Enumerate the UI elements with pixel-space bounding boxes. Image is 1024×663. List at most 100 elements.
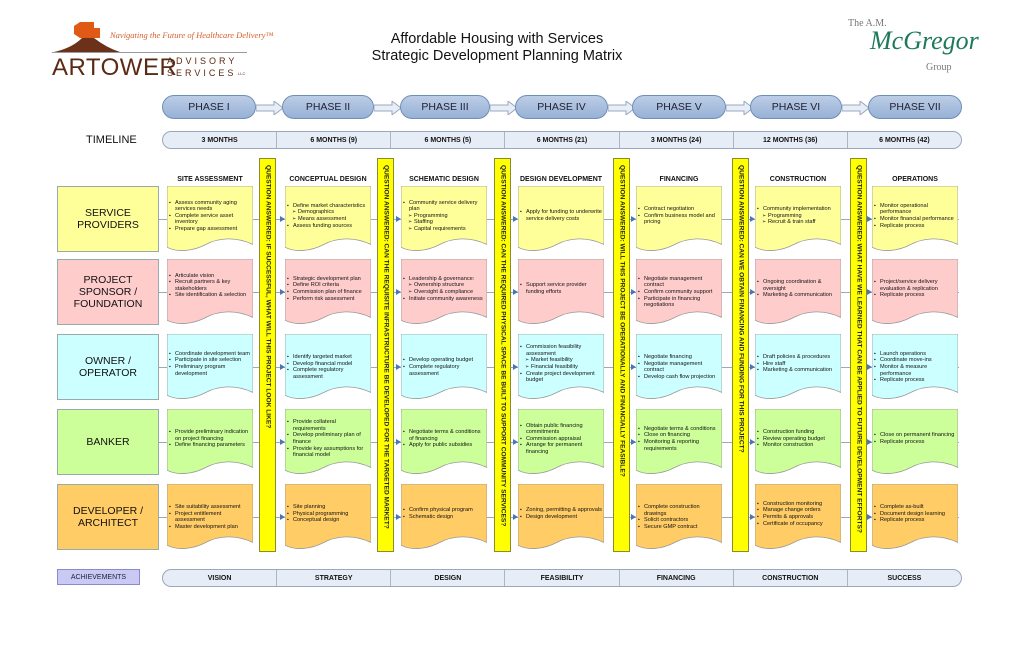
card-item: Permits & approvals [757, 514, 840, 521]
arrow-head-icon [513, 289, 518, 295]
logo-right-line3: Group [926, 62, 952, 73]
card-item: Define ROI criteria [287, 282, 370, 289]
arrow-head-icon [631, 514, 636, 520]
card-list: Leadership & governance:Ownership struct… [403, 276, 486, 302]
phase-pill[interactable]: PHASE II [282, 95, 374, 119]
card-list: Project/service delivery evaluation & re… [874, 279, 957, 299]
card-item: Arrange for permanent financing [520, 442, 603, 455]
arrow-head-icon [396, 216, 401, 222]
matrix-card: Construction fundingReview operating bud… [755, 409, 841, 477]
card-item: Replicate process [874, 223, 957, 230]
card-item: Complete construction drawings [638, 504, 721, 517]
tower-logo-icon [54, 22, 120, 52]
card-list: Strategic development planDefine ROI cri… [287, 276, 370, 302]
arrow-head-icon [631, 216, 636, 222]
card-item: Replicate process [874, 292, 957, 299]
arrow-head-icon [396, 439, 401, 445]
card-item: Provide key assumptions for financial mo… [287, 446, 370, 459]
phase-arrow-icon [255, 99, 284, 120]
arrow-head-icon [867, 216, 872, 222]
card-list: Provide preliminary indication on projec… [169, 429, 252, 449]
card-subitem: Demographics [292, 209, 370, 216]
card-subitem: Capital requirements [408, 226, 486, 233]
card-item: Negotiate financing [638, 354, 721, 361]
card-list: Coordinate development teamParticipate i… [169, 351, 252, 377]
matrix-card: Monitor operational performanceMonitor f… [872, 186, 958, 254]
matrix-card: Site suitability assessmentProject entit… [167, 484, 253, 552]
arrow-head-icon [396, 514, 401, 520]
matrix-card: Community service delivery planProgrammi… [401, 186, 487, 254]
card-item: Community implementation [757, 206, 840, 213]
matrix-card: Coordinate development teamParticipate i… [167, 334, 253, 402]
card-item: Complete regulatory assessment [403, 364, 486, 377]
phase-pill[interactable]: PHASE III [400, 95, 490, 119]
card-list: Complete as-builtDocument design learnin… [874, 504, 957, 524]
arrow-head-icon [750, 216, 755, 222]
column-heading: CONSTRUCTION [769, 176, 827, 183]
question-bar: QUESTION ANSWERED: WILL THIS PROJECT BE … [613, 158, 630, 552]
achievement-cell: VISION [207, 574, 232, 582]
card-item: Develop operating budget [403, 357, 486, 364]
card-item: Conceptual design [287, 517, 370, 524]
question-text: QUESTION ANSWERED: CAN WE OBTAIN FINANCI… [737, 165, 744, 453]
matrix-card: Close on permanent financingReplicate pr… [872, 409, 958, 477]
card-item: Negotiate management contract [638, 361, 721, 374]
card-item: Certificate of occupancy [757, 521, 840, 528]
card-list: Monitor operational performanceMonitor f… [874, 203, 957, 229]
phase-pill[interactable]: PHASE VI [750, 95, 842, 119]
matrix-card: Community implementationProgrammingRecru… [755, 186, 841, 254]
achievements-label: ACHIEVEMENTS [57, 569, 140, 585]
matrix-card: Complete construction drawingsSolicit co… [636, 484, 722, 552]
arrow-head-icon [631, 364, 636, 370]
row-label: PROJECT SPONSOR / FOUNDATION [57, 259, 159, 325]
matrix-card: Provide collateral requirementsDevelop p… [285, 409, 371, 477]
card-item: Create project development budget [520, 371, 603, 384]
card-item: Site planning [287, 504, 370, 511]
card-item: Ongoing coordination & oversight [757, 279, 840, 292]
card-item: Negotiate terms & conditions [638, 426, 721, 433]
card-list: Negotiate terms & conditions of financin… [403, 429, 486, 449]
page-subtitle: Strategic Development Planning Matrix [371, 48, 623, 64]
arrow-head-icon [280, 439, 285, 445]
page-title: Affordable Housing with Services [390, 31, 604, 47]
row-label: DEVELOPER / ARCHITECT [57, 484, 159, 550]
card-item: Complete regulatory assessment [287, 367, 370, 380]
card-item: Marketing & communication [757, 292, 840, 299]
phase-pill[interactable]: PHASE IV [515, 95, 608, 119]
phase-pill[interactable]: PHASE V [632, 95, 726, 119]
arrow-head-icon [867, 364, 872, 370]
card-item: Assess funding sources [287, 223, 370, 230]
question-text: QUESTION ANSWERED: CAN THE REQUIRED PHYS… [499, 165, 506, 527]
card-item: Community service delivery plan [403, 200, 486, 213]
logo-right-line2: McGregor [870, 26, 979, 55]
matrix-card: Negotiate financingNegotiate management … [636, 334, 722, 402]
card-item: Define financing parameters [169, 442, 252, 449]
card-list: Negotiate terms & conditionsClose on fin… [638, 426, 721, 452]
card-item: Physical programming [287, 511, 370, 518]
phase-pill[interactable]: PHASE VII [868, 95, 962, 119]
achievement-cell: STRATEGY [276, 570, 390, 586]
question-bar: QUESTION ANSWERED: CAN THE REQUISITE INF… [377, 158, 394, 552]
card-item: Coordinate development team [169, 351, 252, 358]
column-heading: SCHEMATIC DESIGN [409, 176, 479, 183]
card-item: Complete service asset inventory [169, 213, 252, 226]
card-list: Ongoing coordination & oversightMarketin… [757, 279, 840, 299]
card-item: Assess community aging services needs [169, 200, 252, 213]
card-subitem: Programming [762, 213, 840, 220]
arrow-head-icon [513, 364, 518, 370]
phase-arrow-icon [607, 99, 636, 120]
arrow-head-icon [513, 216, 518, 222]
card-subitem: Oversight & compliance [408, 289, 486, 296]
timeline-cell: 6 MONTHS (5) [390, 132, 504, 148]
card-item: Draft policies & procedures [757, 354, 840, 361]
arrow-head-icon [750, 439, 755, 445]
card-list: Confirm physical programSchematic design [403, 507, 486, 520]
question-text: QUESTION ANSWERED: IF SUCCESSFUL, WHAT W… [264, 165, 271, 429]
matrix-card: Commission feasibility assessmentMarket … [518, 334, 604, 402]
phase-pill[interactable]: PHASE I [162, 95, 256, 119]
logo-sub1: ADVISORY [167, 56, 238, 66]
card-subitem: Market feasibility [525, 357, 603, 364]
matrix-card: Support service provider funding efforts [518, 259, 604, 327]
arrow-head-icon [867, 514, 872, 520]
